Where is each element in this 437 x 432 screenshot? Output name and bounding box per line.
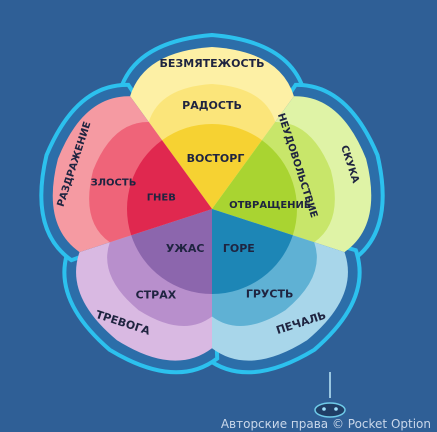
device-light-icon [322,407,326,411]
label-bezmyatezhost: БЕЗМЯТЕЖОСТЬ [160,57,265,70]
label-vostorg: ВОСТОРГ [187,152,245,165]
label-strah: СТРАХ [136,288,177,301]
label-zlost: ЗЛОСТЬ [91,178,137,189]
label-uzhas: УЖАС [166,242,205,255]
petal-red-inner-ring [127,140,212,236]
petal-green-inner-ring [212,140,297,236]
petal-yellow-inner-ring [162,123,262,209]
label-gnev: ГНЕВ [147,192,176,203]
label-gore: ГОРЕ [223,242,255,255]
device-icon [314,402,346,418]
copyright-text: Авторские права © Pocket Option [220,417,431,431]
petals [52,47,372,361]
label-grust: ГРУСТЬ [246,287,294,300]
petal-purple-inner-ring [131,209,212,294]
label-radost: РАДОСТЬ [182,99,242,112]
device-light-icon [334,407,338,411]
label-otvrashchenie: ОТВРАЩЕНИЕ [229,200,311,211]
petal-blue-inner-ring [212,209,293,294]
